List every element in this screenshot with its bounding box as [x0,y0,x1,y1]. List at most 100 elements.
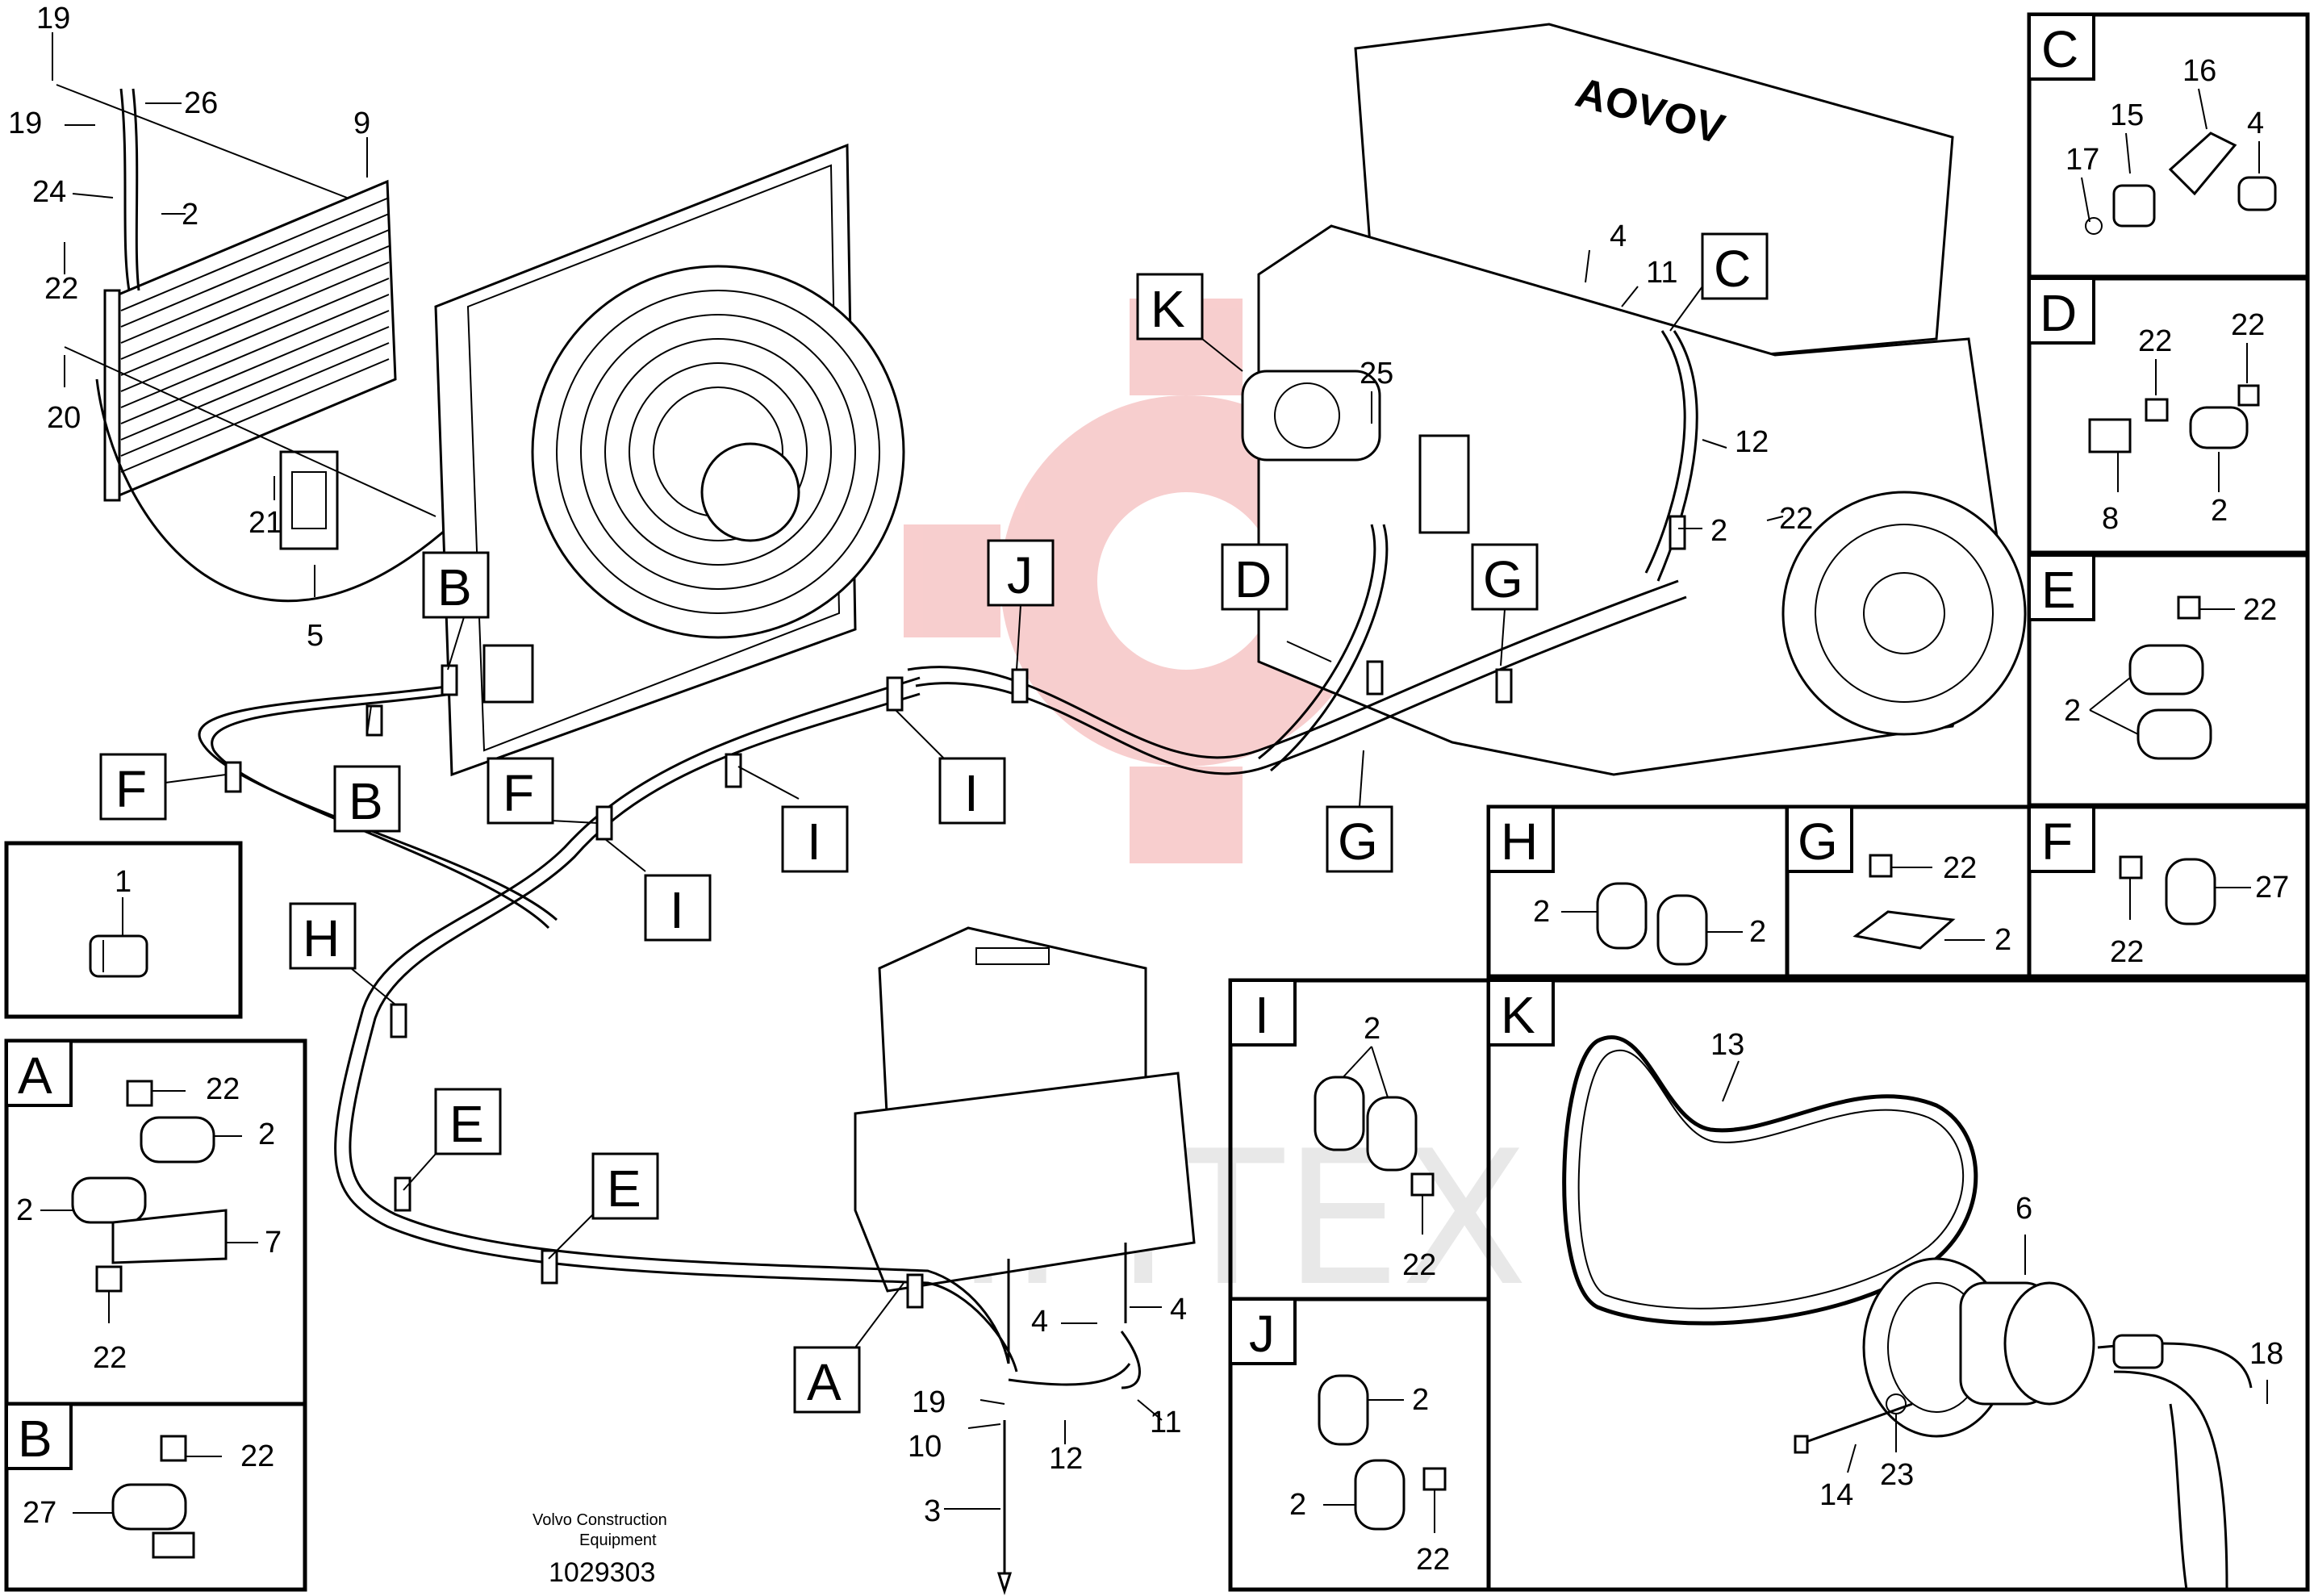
condenser-drawing [95,88,453,602]
detail-box-E-label: E [2041,561,2076,619]
detail-box-H: H 2 2 [1486,804,1790,979]
callout-9: 9 [353,107,370,140]
svg-text:6: 6 [2015,1192,2032,1226]
detail-box-B-label: B [18,1410,52,1468]
view-label-H: H [289,902,357,970]
callout-4c: 4 [1170,1293,1187,1327]
svg-text:I: I [964,764,979,822]
callout-11a: 11 [1646,256,1677,290]
svg-text:G: G [1483,550,1523,608]
detail-box-G: G 22 2 [1785,804,2032,979]
callout-12a: 12 [1735,425,1769,459]
svg-text:2: 2 [258,1118,275,1151]
detail-box-E: E 22 2 [2027,553,2310,808]
svg-text:2: 2 [1749,915,1766,949]
callouts: 19 26 19 9 24 2 22 20 21 5 4 11 25 12 2 … [8,2,1813,1528]
detail-box-K: K 13 6 18 14 23 [1486,978,2310,1592]
svg-text:4: 4 [2247,107,2264,140]
svg-text:22: 22 [2110,935,2144,969]
callout-11b: 11 [1150,1406,1181,1439]
view-label-F1: F [99,753,167,821]
svg-text:22: 22 [2231,308,2265,342]
maker-name-line1: Volvo Construction [533,1511,667,1529]
svg-text:B: B [437,558,472,616]
svg-text:22: 22 [2243,593,2277,627]
view-label-E2: E [591,1152,659,1220]
callout-2b: 2 [1710,514,1727,548]
detail-box-F-label: F [2041,813,2073,871]
svg-text:E: E [607,1159,641,1218]
svg-text:22: 22 [1943,851,1977,885]
callout-5: 5 [307,619,324,653]
svg-text:B: B [349,772,383,830]
detail-box-H-label: H [1501,813,1538,871]
svg-text:2: 2 [2064,694,2081,728]
detail-box-I: I 2 22 [1228,978,1491,1301]
svg-text:13: 13 [1710,1028,1744,1062]
svg-text:8: 8 [2102,502,2119,536]
svg-text:I: I [807,813,821,871]
svg-text:27: 27 [23,1496,56,1530]
svg-text:J: J [1007,546,1033,604]
svg-text:22: 22 [1402,1248,1436,1282]
callout-10: 10 [908,1430,942,1464]
view-label-J: J [987,539,1055,607]
svg-text:22: 22 [93,1341,127,1375]
svg-text:15: 15 [2110,98,2144,132]
view-labels: K C B B F F J D G G I I I H E E A [99,232,1769,1414]
maker-name-line2: Equipment [579,1531,657,1549]
svg-text:17: 17 [2065,143,2099,177]
detail-box-F: F 27 22 [2027,804,2310,979]
detail-box-K-label: K [1501,986,1535,1044]
callout-22a: 22 [44,272,78,306]
callout-2a: 2 [182,198,198,232]
document-number: 1029303 [549,1557,655,1588]
callout-22b: 22 [1779,502,1813,536]
svg-text:22: 22 [2138,324,2172,358]
svg-text:22: 22 [206,1072,240,1106]
svg-text:H: H [303,909,340,967]
detail-part-1: 1 [4,841,243,1019]
detail-box-C: C 16 15 4 17 [2027,12,2310,279]
detail-box-B: B 22 27 [4,1402,307,1592]
view-label-F2: F [487,757,554,825]
svg-text:2: 2 [1364,1012,1380,1046]
view-label-I2: I [781,805,849,873]
view-label-I3: I [644,874,712,942]
svg-text:I: I [670,881,684,939]
svg-text:F: F [115,760,147,818]
svg-text:G: G [1338,813,1378,871]
detail-box-G-label: G [1798,813,1838,871]
hvac-unit-drawing [854,926,1196,1364]
view-label-B2: B [333,765,401,833]
detail-box-A: A 22 2 2 7 22 [4,1038,307,1406]
view-label-K: K [1136,273,1204,341]
svg-text:C: C [1714,240,1751,298]
callout-4b: 4 [1031,1305,1048,1339]
view-label-G1: G [1471,543,1539,611]
callout-21: 21 [249,506,282,540]
svg-text:14: 14 [1819,1478,1853,1512]
svg-text:D: D [1234,550,1272,608]
svg-text:K: K [1151,280,1185,338]
view-label-G2: G [1326,805,1393,873]
view-label-C: C [1701,232,1769,300]
svg-text:F: F [503,764,534,822]
svg-text:2: 2 [2211,494,2228,528]
view-label-D: D [1221,543,1289,611]
detail-box-J: J 2 2 22 [1228,1297,1491,1592]
view-label-E1: E [434,1088,502,1155]
svg-text:22: 22 [240,1439,274,1473]
svg-text:7: 7 [265,1226,282,1260]
detail-box-J-label: J [1249,1305,1275,1363]
detail-box-D-label: D [2040,284,2077,342]
svg-text:2: 2 [1289,1488,1306,1522]
svg-text:E: E [449,1095,484,1153]
svg-text:A: A [807,1353,842,1411]
callout-20: 20 [47,401,81,435]
view-label-A: A [793,1346,861,1414]
engine-drawing: AOVOV [1241,23,2027,776]
detail-box-A-label: A [18,1047,52,1105]
callout-19a: 19 [36,2,70,36]
